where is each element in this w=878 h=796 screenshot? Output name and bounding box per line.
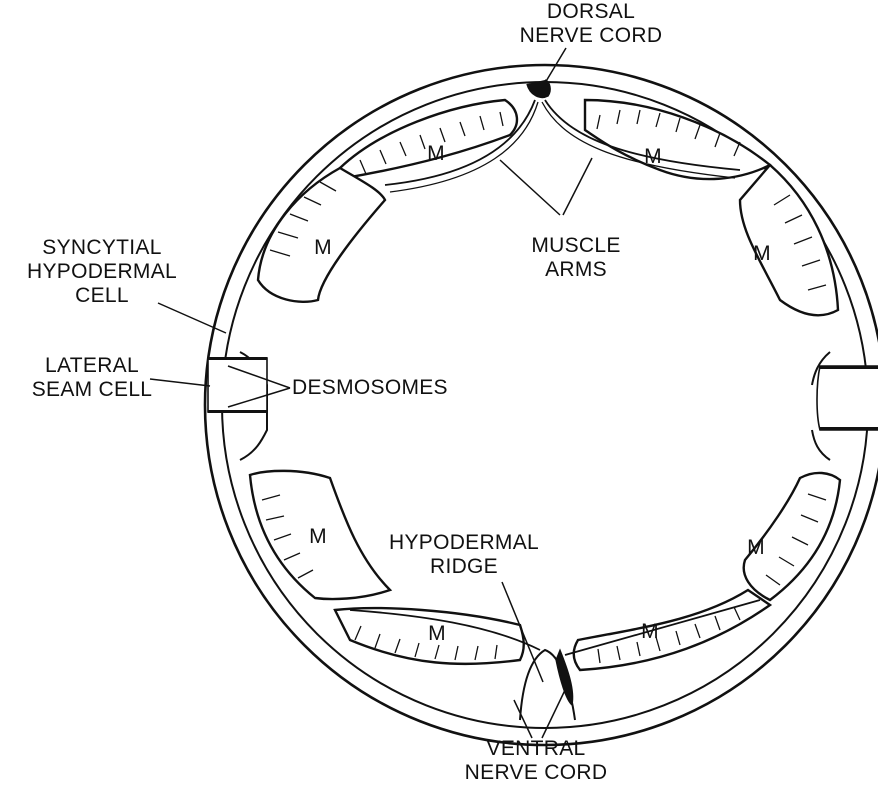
label-muscle-arms-1: MUSCLE bbox=[531, 234, 620, 257]
muscle-label-left-lower: M bbox=[309, 525, 327, 548]
body-wall bbox=[205, 65, 878, 745]
label-syncytial-2: HYPODERMAL bbox=[27, 260, 177, 283]
label-lateral-seam-2: SEAM CELL bbox=[32, 378, 153, 401]
label-ventral-nerve-cord-2: NERVE CORD bbox=[465, 761, 608, 784]
label-hypodermal-ridge-2: RIDGE bbox=[430, 555, 498, 578]
muscle-label-left-upper: M bbox=[314, 236, 332, 259]
lateral-seam-cell-right bbox=[817, 366, 878, 430]
outer-cuticle bbox=[205, 65, 878, 745]
label-dorsal-nerve-cord-1: DORSAL bbox=[547, 0, 635, 23]
label-syncytial-1: SYNCYTIAL bbox=[42, 236, 161, 259]
muscle-label-upper-right: M bbox=[644, 145, 662, 168]
muscle-label-right-upper: M bbox=[753, 242, 771, 265]
label-dorsal-nerve-cord-2: NERVE CORD bbox=[520, 24, 663, 47]
muscle-label-lower-left: M bbox=[428, 622, 446, 645]
desmosome-right-top bbox=[820, 366, 878, 369]
label-ventral-nerve-cord-1: VENTRAL bbox=[487, 737, 586, 760]
muscle-label-lower-right: M bbox=[641, 620, 659, 643]
muscle-label-right-lower: M bbox=[747, 536, 765, 559]
desmosome-right-bottom bbox=[820, 427, 878, 430]
label-desmosomes: DESMOSOMES bbox=[292, 376, 448, 399]
leader-lateral-seam bbox=[150, 379, 210, 386]
label-lateral-seam-1: LATERAL bbox=[45, 354, 139, 377]
label-syncytial-3: CELL bbox=[75, 284, 129, 307]
desmosome-bottom bbox=[208, 410, 267, 413]
desmosome-top bbox=[208, 357, 267, 360]
label-muscle-arms-2: ARMS bbox=[545, 258, 607, 281]
seam-cell-right-outline bbox=[817, 366, 878, 430]
label-hypodermal-ridge-1: HYPODERMAL bbox=[389, 531, 539, 554]
muscle-label-upper-left: M bbox=[427, 142, 445, 165]
